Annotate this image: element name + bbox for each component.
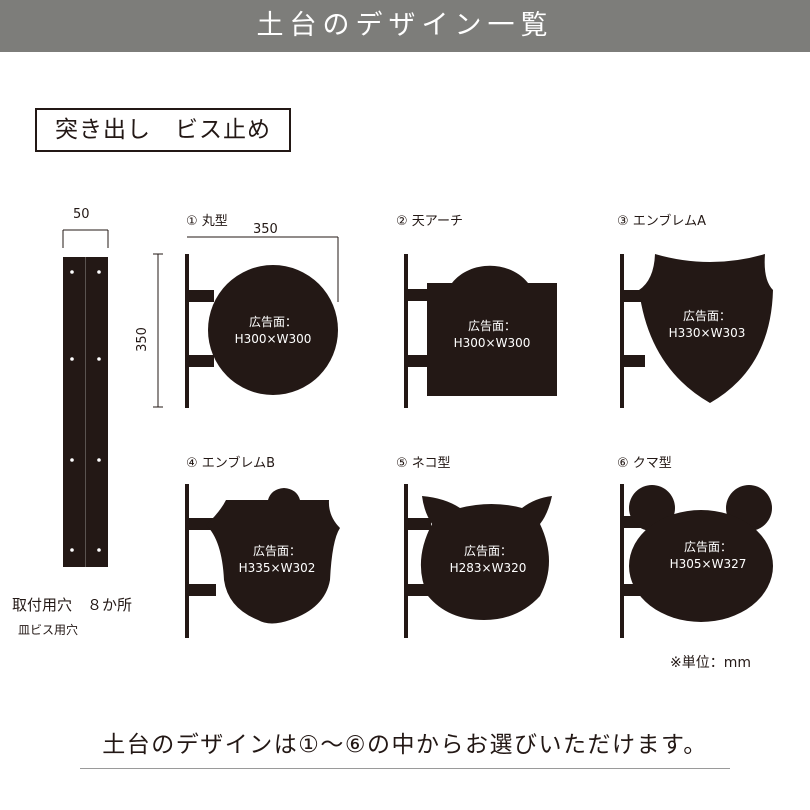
bracket-arm-top — [407, 289, 429, 301]
bracket-arm-bottom — [188, 584, 216, 596]
bracket-post — [404, 254, 408, 408]
bracket-arm-bottom — [188, 355, 214, 367]
mounting-rail-diagram — [62, 229, 109, 567]
design-label-bear: ⑥ クマ型 — [617, 456, 672, 471]
bear-area-label: 広告面： — [684, 540, 732, 554]
cat-area-label: 広告面： — [464, 544, 512, 558]
design-label-round: ① 丸型 — [186, 214, 228, 229]
bracket-arm-top — [407, 518, 431, 530]
design-label-arch: ② 天アーチ — [396, 214, 464, 229]
emblem-a-area-size: H330×W303 — [669, 326, 746, 340]
emblem-b-area-label: 広告面： — [253, 544, 301, 558]
design-label-emblem-a: ③ エンブレムA — [617, 214, 707, 229]
design-arch: 広告面： H300×W300 — [404, 254, 557, 408]
arch-area-size: H300×W300 — [454, 336, 531, 350]
emblem-a-area-label: 広告面： — [683, 309, 731, 323]
design-label-emblem-b: ④ エンブレムB — [186, 456, 276, 471]
design-bear: 広告面： H305×W327 — [620, 484, 773, 638]
design-round: 広告面： H300×W300 — [153, 236, 339, 408]
arch-area-label: 広告面： — [468, 319, 516, 333]
bracket-post — [620, 254, 624, 408]
rail-width-label: 50 — [73, 207, 90, 222]
bracket-post — [185, 484, 189, 638]
rail-hole-subnote: 皿ビス用穴 — [18, 623, 79, 637]
arch-sign-panel — [427, 265, 557, 396]
dimension-height-label: 350 — [134, 327, 150, 352]
emblem-b-sign-panel — [206, 488, 340, 624]
bracket-arm-bottom — [623, 355, 645, 367]
header-banner — [0, 0, 810, 52]
bracket-arm-top — [188, 290, 214, 302]
bear-sign-panel — [629, 510, 773, 622]
page-title: 土台のデザイン一覧 — [256, 10, 554, 41]
round-sign-panel — [208, 265, 338, 395]
unit-note: ※単位：mm — [670, 655, 752, 671]
mount-type-label: 突き出し ビス止め — [35, 108, 291, 152]
rail-hole-note: 取付用穴 ８か所 — [12, 596, 133, 614]
design-label-cat: ⑤ ネコ型 — [396, 456, 451, 471]
design-emblem-b: 広告面： H335×W302 — [185, 484, 340, 638]
cat-area-size: H283×W320 — [450, 561, 527, 575]
emblem-b-area-size: H335×W302 — [239, 561, 316, 575]
design-cat: 広告面： H283×W320 — [404, 484, 552, 638]
bracket-post — [404, 484, 408, 638]
footer-note: 土台のデザインは①～⑥の中からお選びいただけます。 — [102, 732, 708, 758]
emblem-a-sign-panel — [639, 254, 773, 403]
bracket-arm-bottom — [407, 355, 429, 367]
bear-area-size: H305×W327 — [670, 557, 747, 571]
footer-divider — [80, 768, 730, 769]
design-emblem-a: 広告面： H330×W303 — [620, 254, 773, 408]
bracket-post — [620, 484, 624, 638]
bracket-post — [185, 254, 189, 408]
dimension-width-label: 350 — [253, 222, 278, 237]
screw-holes — [70, 270, 101, 552]
round-area-label: 広告面： — [249, 315, 297, 329]
cat-sign-panel — [420, 496, 552, 620]
round-area-size: H300×W300 — [235, 332, 312, 346]
